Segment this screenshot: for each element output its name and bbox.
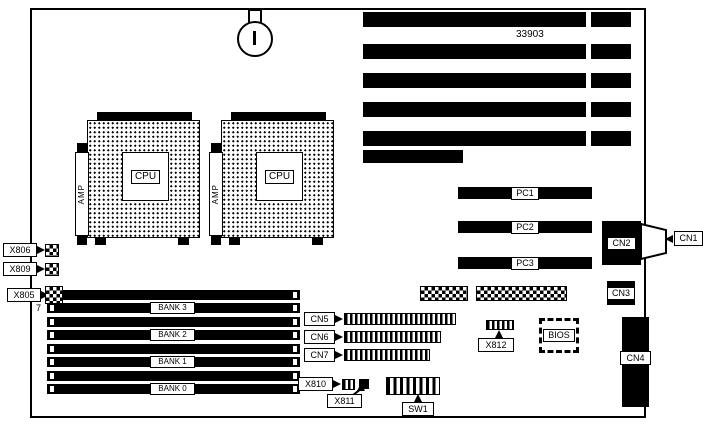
- cpu2-label: CPU: [264, 169, 295, 184]
- amp1-connector: AMP: [75, 152, 89, 236]
- isa-slot-2-long: [363, 44, 586, 59]
- cn7-arrow-icon: [335, 351, 343, 359]
- x812-label: X812: [478, 338, 514, 352]
- cn7-connector: [344, 349, 430, 361]
- cn5-arrow-icon: [335, 315, 343, 323]
- amp2-label: AMP: [211, 183, 220, 205]
- cpu1-center: CPU: [122, 152, 169, 201]
- jumper-block-2: [476, 286, 567, 301]
- pci-slot-pc1-label: PC1: [511, 186, 539, 200]
- cpu1-top-bar: [97, 112, 192, 120]
- memory-socket-5: [47, 344, 300, 354]
- part-number: 33903: [516, 29, 544, 40]
- bank3-label: BANK 3: [150, 302, 195, 314]
- cn7-label: CN7: [304, 348, 335, 362]
- memory-socket-3: [47, 317, 300, 327]
- pci-slot-pc1: PC1: [458, 186, 592, 200]
- memory-socket-1: [47, 290, 300, 300]
- sw1-dip-switch: [386, 377, 440, 395]
- x806-label: X806: [3, 243, 37, 257]
- x809-label: X809: [3, 262, 37, 276]
- x806-connector: [45, 244, 59, 257]
- amp1-top-pad: [77, 143, 87, 152]
- cn1-connector: [640, 223, 667, 261]
- x810-label: X810: [298, 377, 333, 391]
- bios-label: BIOS: [543, 329, 575, 342]
- cn3-connector: CN3: [607, 281, 636, 305]
- amp2-top-pad: [211, 143, 221, 152]
- cpu1-label: CPU: [130, 169, 161, 184]
- cpu2-foot-right: [312, 238, 323, 245]
- sw1-label: SW1: [402, 402, 434, 416]
- cpu2-center: CPU: [256, 152, 303, 201]
- x812-arrow-icon: [495, 330, 503, 338]
- x806-arrow-icon: [37, 246, 45, 254]
- cn2-label: CN2: [607, 236, 636, 250]
- pin-7-marker: 7: [36, 303, 42, 313]
- cn6-connector: [344, 331, 441, 343]
- sw1-arrow-icon: [414, 394, 422, 402]
- x810-connector-a: [342, 379, 355, 390]
- amp2-connector: AMP: [209, 152, 223, 236]
- cn3-label: CN3: [607, 286, 636, 300]
- pci-slot-pc2-label: PC2: [511, 220, 539, 234]
- amp1-bottom-pad: [77, 236, 87, 245]
- isa-slot-2-short: [591, 44, 631, 59]
- isa-slot-3-long: [363, 73, 586, 88]
- cpu-socket-2: [221, 120, 334, 238]
- amp2-bottom-pad: [211, 236, 221, 245]
- cn4-label: CN4: [620, 351, 651, 365]
- cn5-label: CN5: [304, 312, 335, 326]
- isa-slot-3-short: [591, 73, 631, 88]
- x805-connector: [45, 286, 63, 304]
- pci-slot-pc3: PC3: [458, 256, 592, 270]
- cn6-arrow-icon: [335, 333, 343, 341]
- cn6-label: CN6: [304, 330, 335, 344]
- pci-slot-pc2: PC2: [458, 220, 592, 234]
- bank0-label: BANK 0: [150, 383, 195, 395]
- isa-slot-1-long: [363, 12, 586, 27]
- cpu1-foot-left: [95, 238, 106, 245]
- amp1-label: AMP: [77, 183, 86, 205]
- isa-slot-4-short: [591, 102, 631, 117]
- cn5-connector: [344, 313, 456, 325]
- bank1-label: BANK 1: [150, 356, 195, 368]
- x810-arrow-icon: [333, 380, 341, 388]
- cpu1-foot-right: [178, 238, 189, 245]
- x812-connector: [486, 320, 514, 330]
- memory-socket-7: [47, 371, 300, 381]
- keylock-slot-icon: [253, 31, 256, 45]
- cn2-connector: CN2: [602, 221, 641, 265]
- cpu2-top-bar: [231, 112, 326, 120]
- cn1-label: CN1: [674, 231, 703, 246]
- jumper-block-1: [420, 286, 468, 301]
- cpu2-foot-left: [229, 238, 240, 245]
- cn1-arrow-icon: [665, 235, 673, 243]
- x809-connector: [45, 263, 59, 276]
- isa-slot-1-short: [591, 12, 631, 27]
- isa-slot-5-long: [363, 131, 586, 146]
- isa-slot-6-short: [363, 150, 463, 163]
- bank2-label: BANK 2: [150, 329, 195, 341]
- pci-slot-pc3-label: PC3: [511, 256, 539, 270]
- x805-label: X805: [7, 288, 41, 302]
- isa-slot-4-long: [363, 102, 586, 117]
- x811-arrow-icon: [357, 383, 365, 391]
- bios-chip: BIOS: [539, 318, 579, 353]
- isa-slot-5-short: [591, 131, 631, 146]
- x811-label: X811: [327, 394, 362, 408]
- x809-arrow-icon: [37, 265, 45, 273]
